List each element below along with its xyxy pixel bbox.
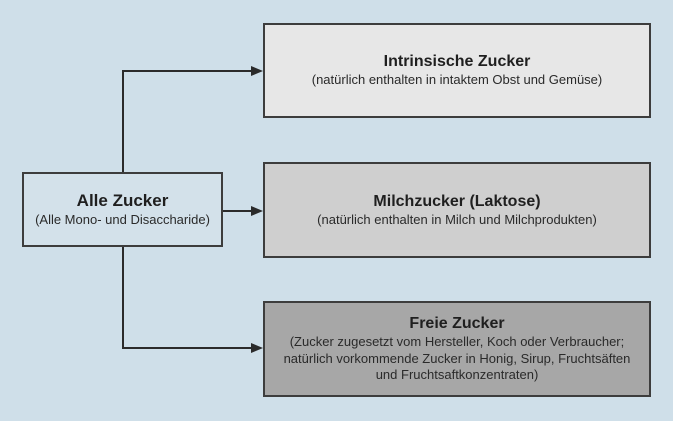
node-freie-zucker: Freie Zucker (Zucker zugesetzt vom Herst… — [263, 301, 651, 397]
node-intrinsische-zucker-title: Intrinsische Zucker — [383, 53, 531, 71]
node-milchzucker-subtitle: (natürlich enthalten in Milch und Milchp… — [317, 211, 597, 227]
node-freie-zucker-subtitle: (Zucker zugesetzt vom Hersteller, Koch o… — [283, 333, 631, 383]
connector-root-to-free — [122, 246, 263, 353]
node-milchzucker-title: Milchzucker (Laktose) — [373, 192, 541, 210]
node-alle-zucker-subtitle: (Alle Mono- und Disaccharide) — [35, 211, 210, 227]
connector-root-to-intrinsic — [122, 66, 263, 173]
node-milchzucker: Milchzucker (Laktose) (natürlich enthalt… — [263, 162, 651, 258]
node-intrinsische-zucker: Intrinsische Zucker (natürlich enthalten… — [263, 23, 651, 118]
node-alle-zucker-title: Alle Zucker — [76, 191, 169, 211]
node-intrinsische-zucker-subtitle: (natürlich enthalten in intaktem Obst un… — [311, 72, 603, 88]
node-alle-zucker: Alle Zucker (Alle Mono- und Disaccharide… — [22, 172, 223, 247]
node-freie-zucker-title: Freie Zucker — [409, 314, 505, 332]
